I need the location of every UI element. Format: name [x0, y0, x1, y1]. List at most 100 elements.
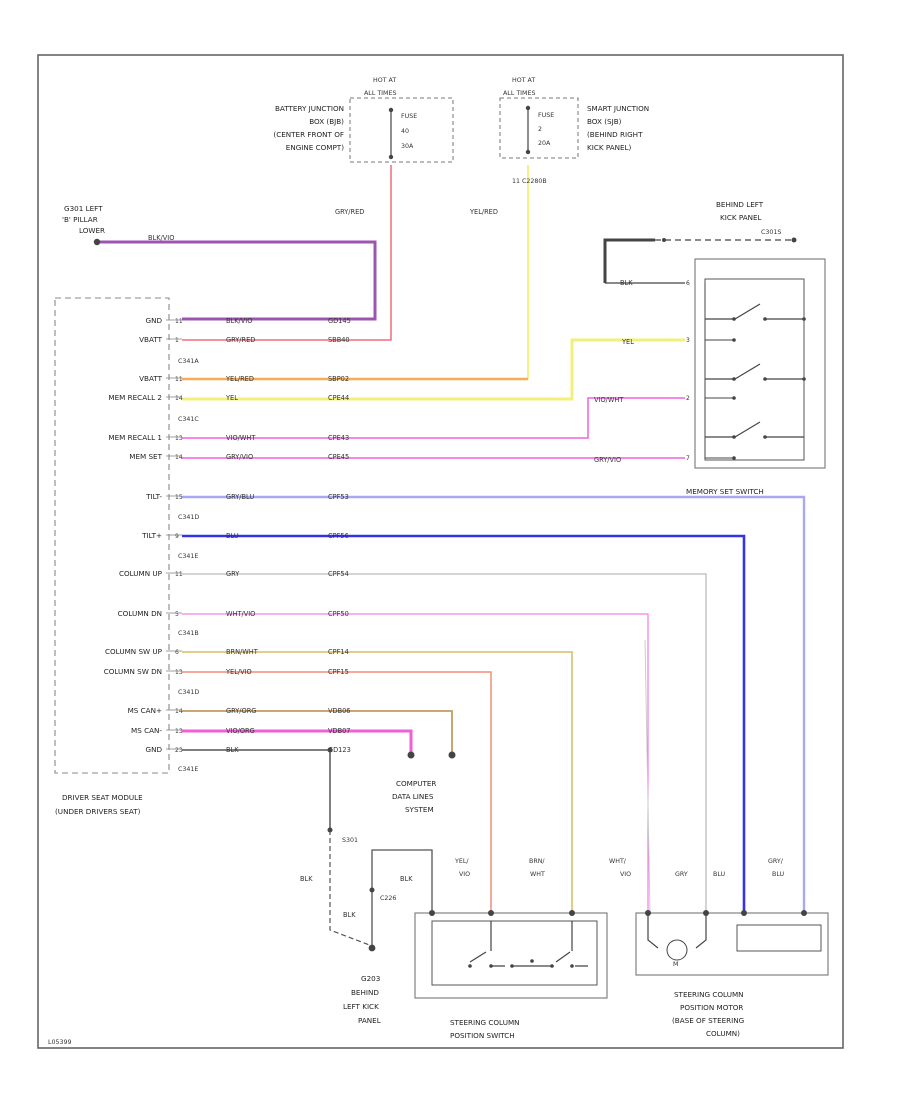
wire-gry-blu — [182, 495, 806, 913]
module-title-2: (UNDER DRIVERS SEAT) — [55, 807, 141, 816]
switch-pin-2: 2 — [686, 395, 690, 402]
switch-node — [732, 435, 736, 439]
wire-gry — [182, 573, 707, 913]
fuse-left-node-top — [388, 107, 394, 113]
steering-column-position-motor: M WHT/ VIO GRY BLU GRY/ BLU STEERING COL… — [609, 858, 829, 1038]
ground-eyelet — [369, 887, 375, 893]
module-pin-name: COLUMN DN — [118, 609, 162, 618]
motor-wire-label-5: GRY/ — [768, 858, 784, 865]
module-pin-number: 23 — [175, 747, 183, 754]
wire-color-label: GRY — [226, 570, 240, 578]
wire-color-label: BRN/WHT — [226, 648, 259, 656]
motor-title-3: (BASE OF STEERING — [672, 1016, 744, 1025]
csw-inner — [431, 920, 598, 986]
module-box — [54, 297, 170, 774]
module-pin-name: MEM RECALL 2 — [108, 393, 162, 402]
module-pin-number: 11 — [175, 376, 183, 383]
switch-ground-node-left — [662, 238, 666, 242]
motor-pin — [801, 910, 807, 916]
csw-pin — [429, 910, 435, 916]
circuit-code-label: CPF50 — [328, 610, 349, 618]
wire-blk-kick — [603, 238, 655, 283]
fuse-right-block: HOT AT ALL TIMES FUSE 2 20A SMART JUNCTI… — [469, 77, 649, 216]
csw-title-1: STEERING COLUMN — [450, 1018, 520, 1027]
ground-splice: S301 — [342, 837, 358, 844]
csw-node — [530, 959, 534, 963]
sjb-line-1: SMART JUNCTION — [587, 104, 649, 113]
wire-color-label: GRY/RED — [226, 336, 255, 344]
fuse-right-amp: 20A — [538, 140, 551, 147]
fuse-left-number: 40 — [401, 128, 409, 135]
csw-node — [468, 964, 472, 968]
splice-node — [327, 747, 333, 753]
wire-color-label: BLU — [226, 532, 239, 540]
motor-title-2: POSITION MOTOR — [680, 1003, 743, 1012]
csw-node — [570, 964, 574, 968]
module-pin-name: MEM RECALL 1 — [108, 433, 162, 442]
module-pin-name: VBATT — [139, 374, 162, 383]
motor-wire-label-3: GRY — [675, 871, 688, 878]
switch-wire-vio: VIO/WHT — [594, 396, 624, 404]
fuse-left-all: ALL TIMES — [364, 90, 396, 97]
module-pin-number: 11 — [175, 571, 183, 578]
bjb-line-4: ENGINE COMPT) — [286, 143, 344, 152]
wire-wht-vio-segment — [644, 639, 651, 914]
module-pin-name: COLUMN SW DN — [104, 667, 162, 676]
network-line-1: COMPUTER — [396, 779, 436, 788]
motor-title-4: COLUMN) — [706, 1029, 740, 1038]
csw-node — [510, 964, 514, 968]
circuit-code-label: CPF54 — [328, 570, 349, 578]
switch-node — [802, 317, 806, 321]
wire-brn-wht — [182, 651, 573, 913]
wire-color-label: VIO/ORG — [226, 727, 255, 735]
csw-wire-label-2: VIO — [459, 871, 470, 878]
ground-bottom-line-3: LEFT KICK — [343, 1002, 379, 1011]
wire-color-label: YEL/RED — [225, 375, 254, 383]
wire-color-label: YEL/VIO — [225, 668, 252, 676]
circuit-code-label: CPF53 — [328, 493, 349, 501]
ground-top-line-2: 'B' PILLAR — [62, 215, 98, 224]
module-pin-name: VBATT — [139, 335, 162, 344]
fuse-left-amp: 30A — [401, 143, 414, 150]
ground-top: G301 LEFT 'B' PILLAR LOWER BLK/VIO — [62, 204, 174, 246]
ground-bottom-line-2: BEHIND — [351, 988, 379, 997]
circuit-code-label: CPF14 — [328, 648, 349, 656]
switch-node — [732, 317, 736, 321]
connector-label: C341B — [178, 630, 199, 637]
network-terminal — [448, 751, 456, 759]
switch-pin-6: 6 — [686, 280, 690, 287]
connector-label: C341D — [178, 514, 199, 521]
ground-top-line-3: LOWER — [79, 226, 105, 235]
wire-color-label: BLK — [226, 746, 239, 754]
wire-color-label: BLK/VIO — [226, 317, 252, 325]
ground-eyelet — [368, 944, 376, 952]
module-pin-name: TILT+ — [141, 531, 162, 540]
wire-blk-gnd — [182, 749, 331, 830]
fuse-left-wire: GRY/RED — [335, 208, 364, 216]
switch-node — [732, 456, 736, 460]
wire-yel — [182, 338, 685, 401]
csw-body — [414, 912, 608, 999]
module-pin-name: TILT- — [145, 492, 162, 501]
wire-blu — [182, 534, 746, 913]
module-pin-number: 1 — [175, 337, 179, 344]
switch-title: MEMORY SET SWITCH — [686, 487, 764, 496]
fuse-right-number: 2 — [538, 126, 542, 133]
wire-blk-gnd-dashed — [329, 830, 373, 947]
switch-wire-blk: BLK — [620, 279, 633, 287]
module-pin-number: 5 — [175, 611, 179, 618]
fuse-right-all: ALL TIMES — [503, 90, 535, 97]
module-pin-number: 13 — [175, 669, 183, 676]
connector-label: C341C — [178, 416, 199, 423]
memory-set-switch: BEHIND LEFT KICK PANEL C301S 6 3 2 7 BLK… — [594, 200, 826, 496]
bjb-line-3: (CENTER FRONT OF — [273, 130, 344, 139]
ground-bottom-line-4: PANEL — [358, 1016, 381, 1025]
module-pin-name: COLUMN SW UP — [105, 647, 163, 656]
fuse-left-hot: HOT AT — [373, 77, 396, 84]
ground-connector: C226 — [380, 895, 396, 902]
module-pin-number: 11 — [175, 318, 183, 325]
ground-bottom-line-1: G203 — [361, 974, 380, 983]
bjb-line-1: BATTERY JUNCTION — [275, 104, 344, 113]
module-pin-name: MS CAN- — [131, 726, 162, 735]
